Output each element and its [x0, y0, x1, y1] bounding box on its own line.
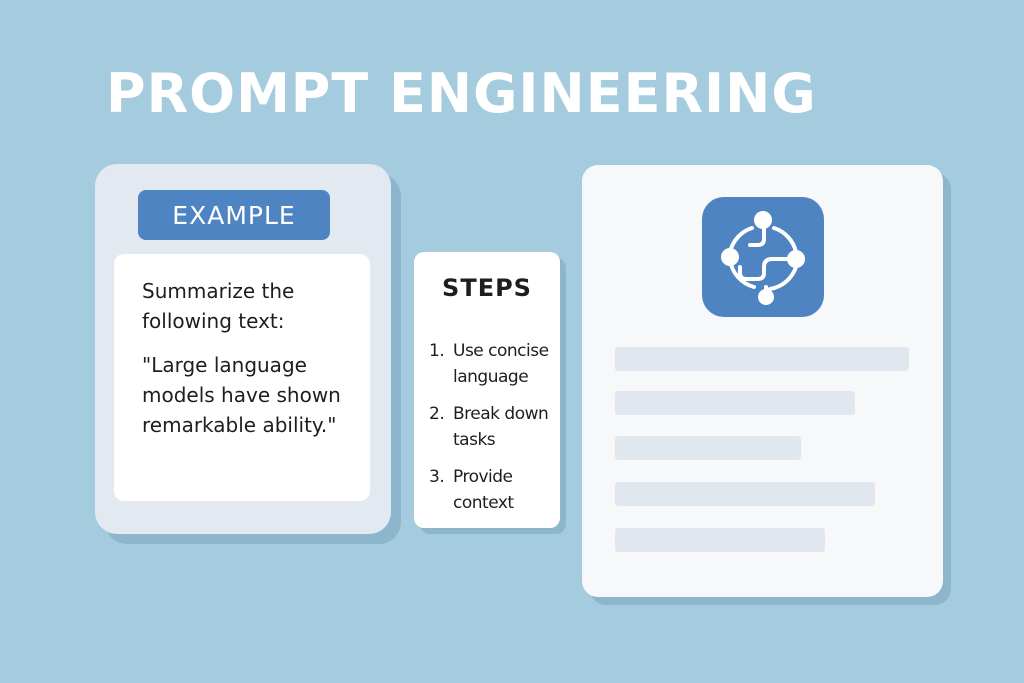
step-number: 1. — [429, 341, 445, 361]
steps-list: 1. Use concise language 2. Break down ta… — [429, 338, 556, 527]
step-number: 3. — [429, 467, 445, 487]
example-badge: EXAMPLE — [138, 190, 330, 240]
network-nodes-icon — [702, 197, 824, 317]
placeholder-text-line — [615, 347, 909, 371]
example-card: EXAMPLE Summarize the following text: "L… — [95, 164, 391, 534]
step-number: 2. — [429, 404, 445, 424]
placeholder-text-line — [615, 528, 825, 552]
example-text-panel: Summarize the following text: "Large lan… — [114, 254, 370, 501]
example-quote: "Large language models have shown remark… — [142, 353, 341, 437]
placeholder-text-line — [615, 482, 875, 506]
placeholder-text-line — [615, 436, 801, 460]
step-item: 3. Provide context — [429, 464, 556, 516]
step-text: Use concise language — [453, 341, 549, 387]
step-text: Break down tasks — [453, 404, 549, 450]
step-item: 2. Break down tasks — [429, 401, 556, 453]
step-text: Provide context — [453, 467, 514, 513]
example-instruction: Summarize the following text: — [142, 279, 295, 333]
page-title: PROMPT ENGINEERING — [106, 62, 817, 125]
step-item: 1. Use concise language — [429, 338, 556, 390]
document-card — [582, 165, 943, 597]
steps-card: STEPS 1. Use concise language 2. Break d… — [414, 252, 560, 528]
placeholder-text-line — [615, 391, 855, 415]
steps-title: STEPS — [442, 274, 532, 302]
